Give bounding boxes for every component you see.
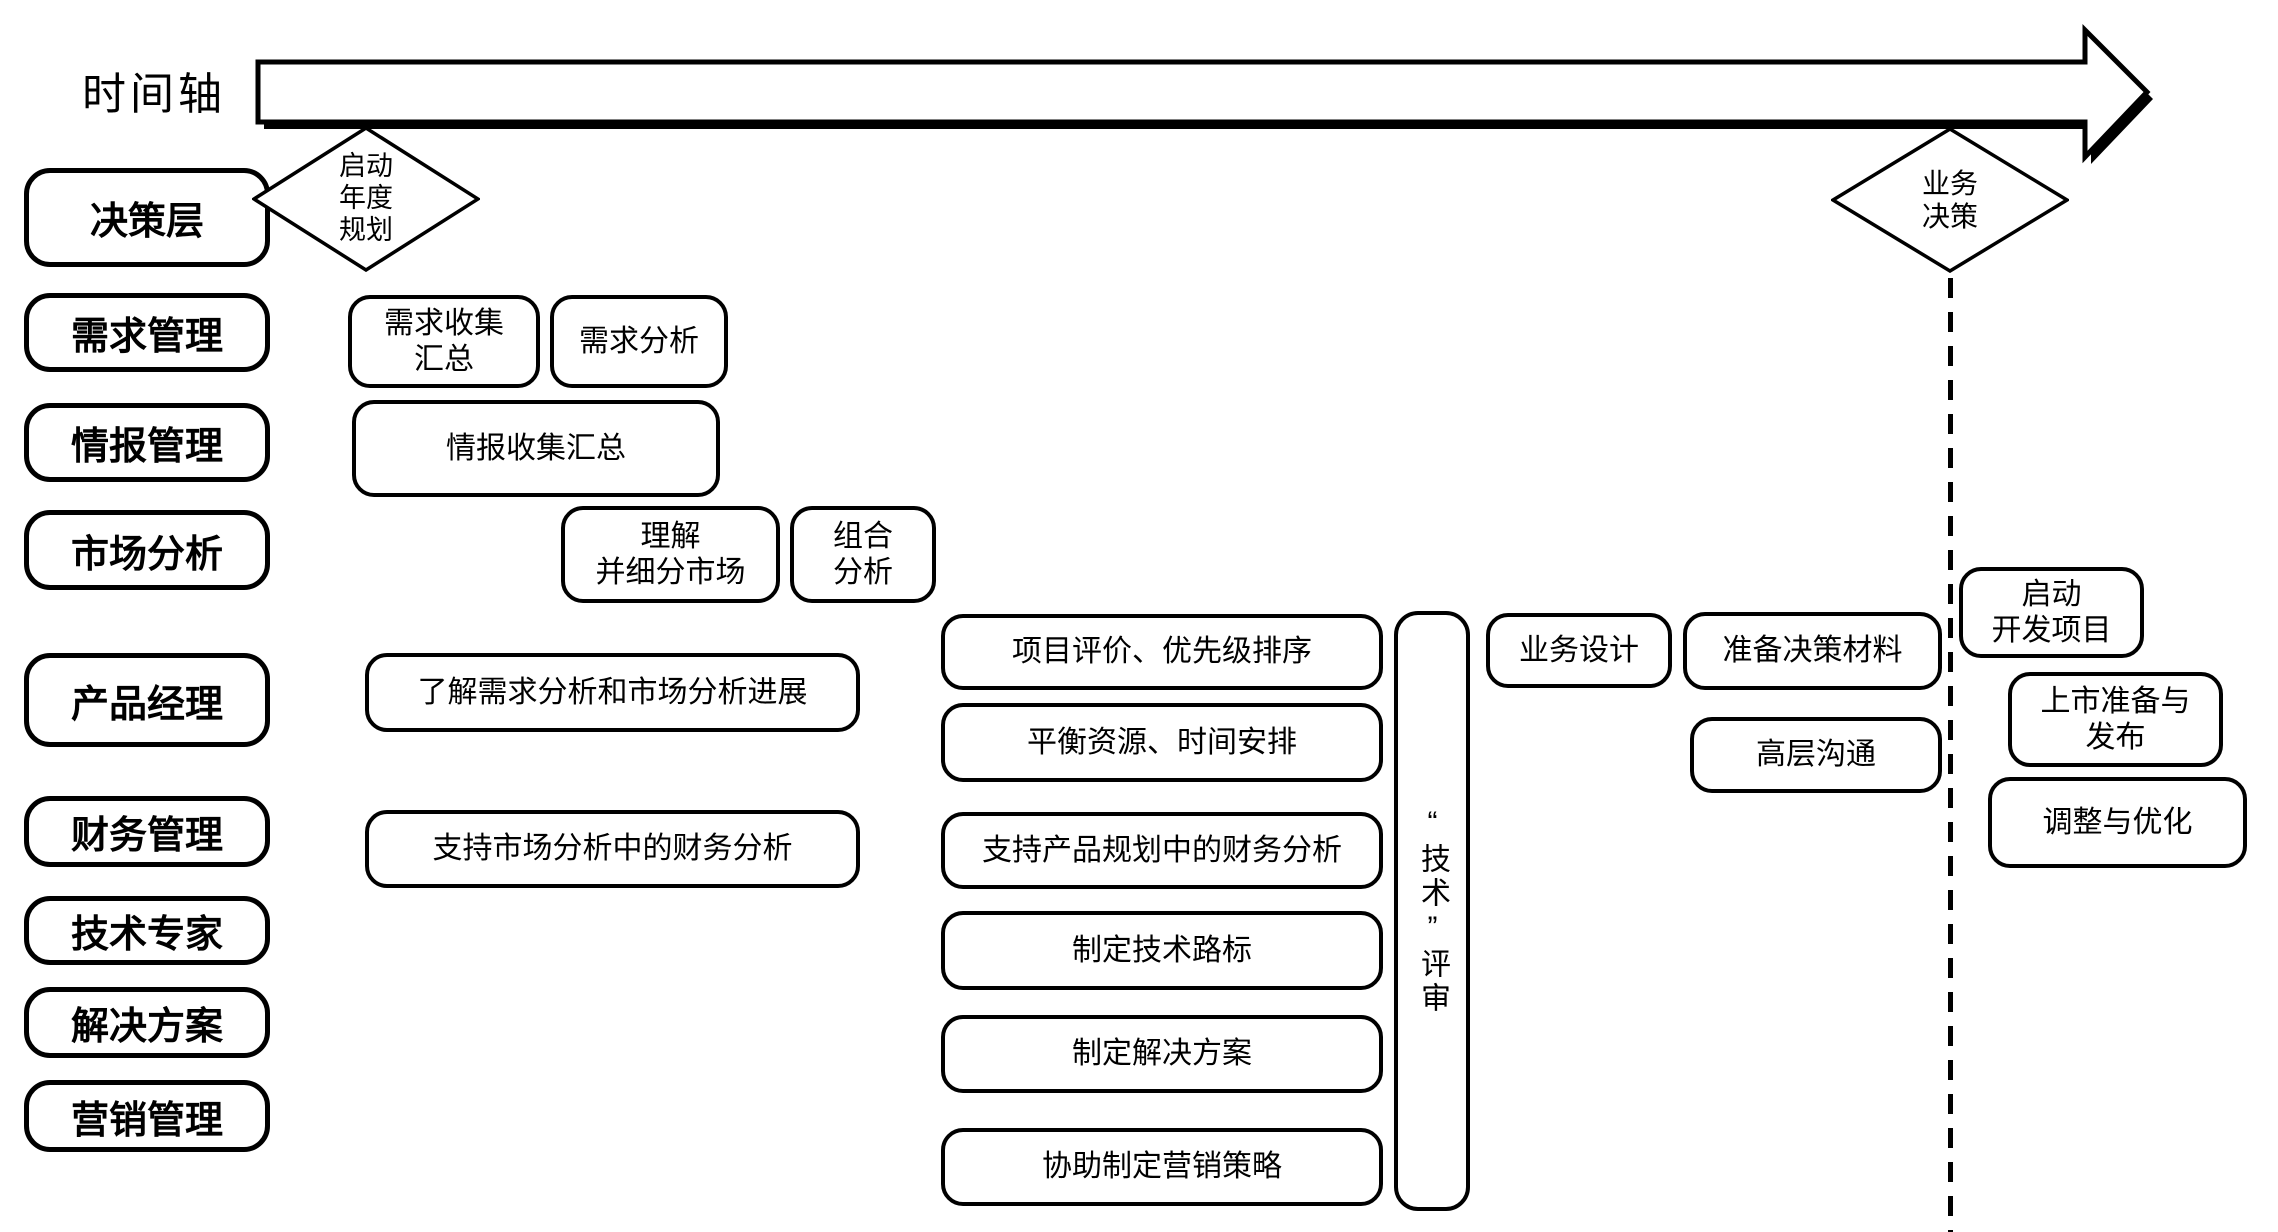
task-launch-preparation: 上市准备与 发布 [2008,672,2223,767]
milestone-annual-planning-label: 启动 年度 规划 [339,151,393,245]
lane-technical-expert: 技术专家 [24,896,270,965]
diamond-shape [1831,127,2069,273]
task-adjust-optimize: 调整与优化 [1988,777,2247,868]
milestone-business-decision: 业务 决策 [1831,127,2069,273]
task-portfolio-analysis: 组合 分析 [790,506,936,603]
lane-marketing-management: 营销管理 [24,1080,270,1152]
timeline-axis-label: 时间轴 [82,70,226,119]
lane-market-analysis: 市场分析 [24,510,270,590]
lane-product-manager: 产品经理 [24,653,270,747]
task-marketing-strategy-support: 协助制定营销策略 [941,1128,1383,1206]
task-track-analysis-progress: 了解需求分析和市场分析进展 [365,653,860,732]
timeline-arrow [255,23,2153,164]
milestone-annual-planning: 启动 年度 规划 [252,126,480,272]
decision-dashed-line [1948,278,1953,1232]
lane-intelligence-management: 情报管理 [24,403,270,482]
task-balance-resources: 平衡资源、时间安排 [941,703,1383,782]
task-executive-communication: 高层沟通 [1690,717,1942,793]
lane-solution: 解决方案 [24,987,270,1058]
lane-decision-layer: 决策层 [24,168,270,267]
task-decision-materials: 准备决策材料 [1683,612,1942,690]
task-start-dev-project: 启动 开发项目 [1959,567,2144,658]
task-solution-development: 制定解决方案 [941,1015,1383,1093]
task-requirements-collection: 需求收集 汇总 [348,295,540,388]
task-requirements-analysis: 需求分析 [550,295,728,388]
milestone-business-decision-label: 业务 决策 [1921,167,1978,232]
task-finance-support-market-analysis: 支持市场分析中的财务分析 [365,810,860,888]
task-business-design: 业务设计 [1486,613,1672,688]
lane-finance-management: 财务管理 [24,796,270,867]
task-project-evaluation: 项目评价、优先级排序 [941,614,1383,690]
task-understand-segment-market: 理解 并细分市场 [561,506,780,603]
timeline-arrow-body [255,23,2151,164]
task-finance-support-product-planning: 支持产品规划中的财务分析 [941,812,1383,889]
task-tech-roadmap: 制定技术路标 [941,911,1383,990]
lane-requirements-management: 需求管理 [24,293,270,372]
task-intelligence-collection: 情报收集汇总 [352,400,720,497]
task-tech-review: “技术”评审 [1394,611,1470,1211]
diamond-shape [252,126,480,272]
